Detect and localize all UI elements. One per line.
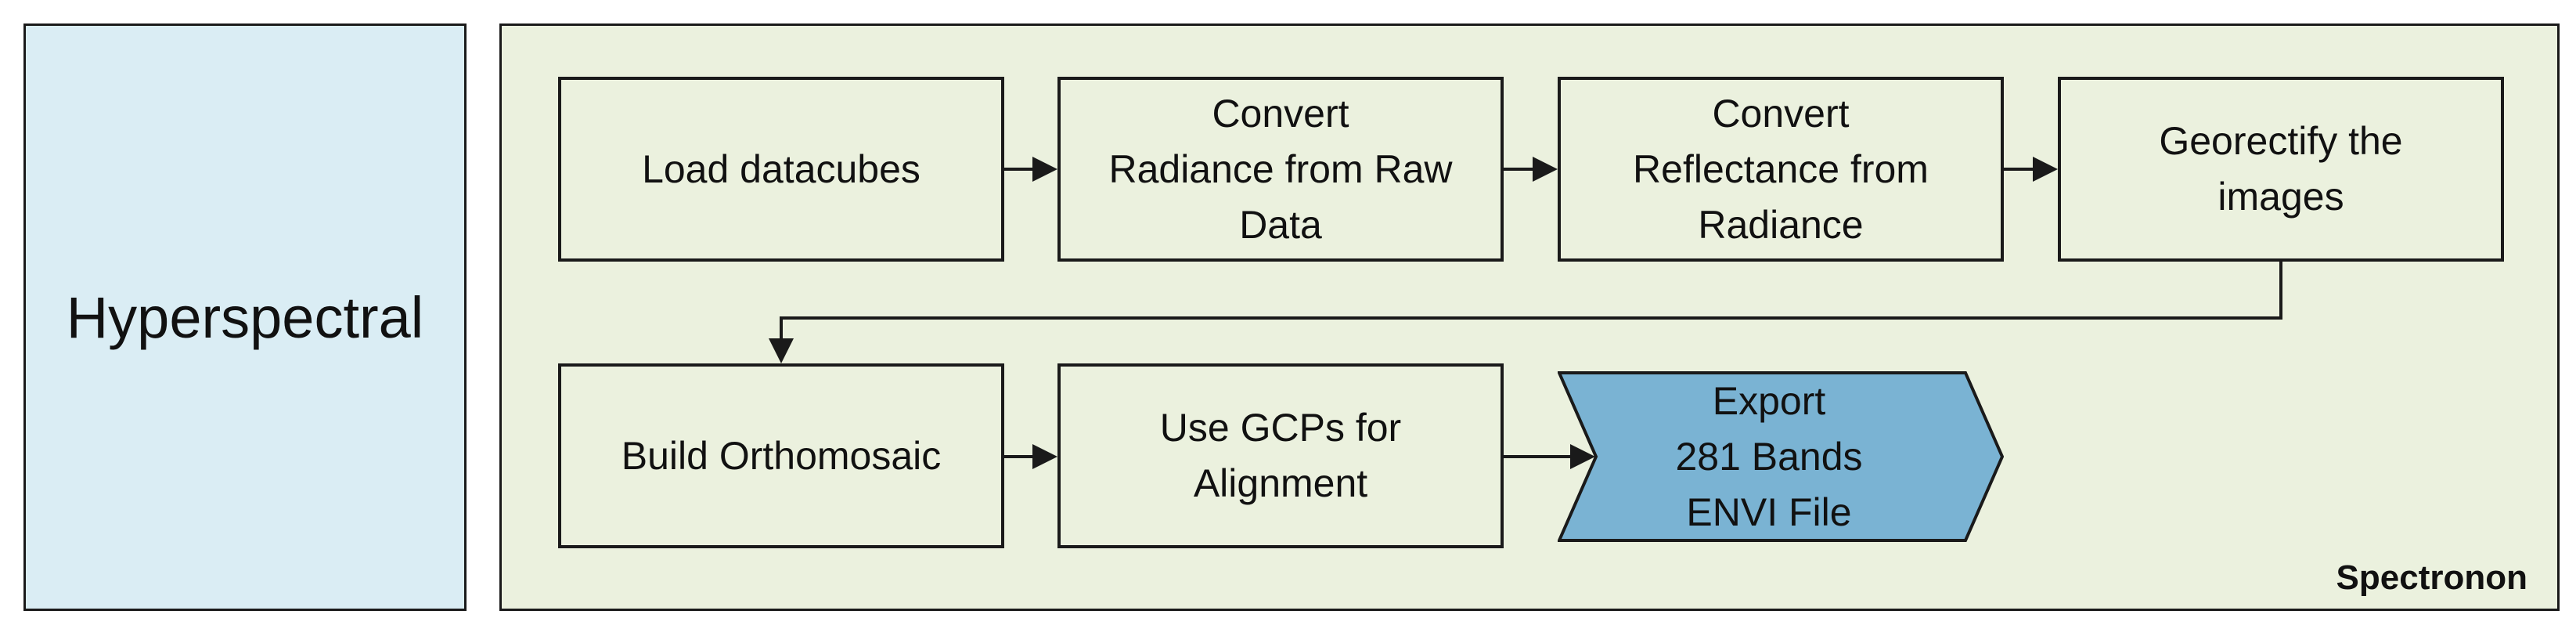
step-text-line: Georectify the <box>2159 119 2403 163</box>
step-text-line: Radiance <box>1698 202 1864 247</box>
export-chevron-shape <box>1558 371 2004 542</box>
export-text-line: ENVI File <box>1686 490 1852 534</box>
export-text-line: Export <box>1712 378 1826 423</box>
step-text-line: Convert <box>1212 91 1349 136</box>
hyperspectral-label: Hyperspectral <box>66 284 424 350</box>
step-text-line: Build Orthomosaic <box>621 433 942 478</box>
step-text-line: Convert <box>1712 91 1850 136</box>
step-load-datacubes: Load datacubes <box>558 77 1004 262</box>
step-text-line: images <box>2218 175 2344 219</box>
step-convert-radiance: Convert Radiance from Raw Data <box>1057 77 1504 262</box>
hyperspectral-panel: Hyperspectral <box>23 23 467 611</box>
export-text-line: 281 Bands <box>1675 434 1863 479</box>
step-text-line: Alignment <box>1193 461 1368 505</box>
spectronon-label: Spectronon <box>2336 558 2527 597</box>
step-text-line: Reflectance from <box>1633 146 1929 191</box>
step-use-gcps: Use GCPs for Alignment <box>1057 363 1504 548</box>
step-text-line: Data <box>1239 202 1322 247</box>
step-text-line: Use GCPs for <box>1159 406 1402 450</box>
step-convert-reflectance: Convert Reflectance from Radiance <box>1558 77 2004 262</box>
step-georectify: Georectify the images <box>2058 77 2504 262</box>
step-export: Export 281 Bands ENVI File <box>1558 371 2004 542</box>
step-build-orthomosaic: Build Orthomosaic <box>558 363 1004 548</box>
step-text-line: Radiance from Raw <box>1108 146 1453 191</box>
step-text-line: Load datacubes <box>642 146 921 191</box>
